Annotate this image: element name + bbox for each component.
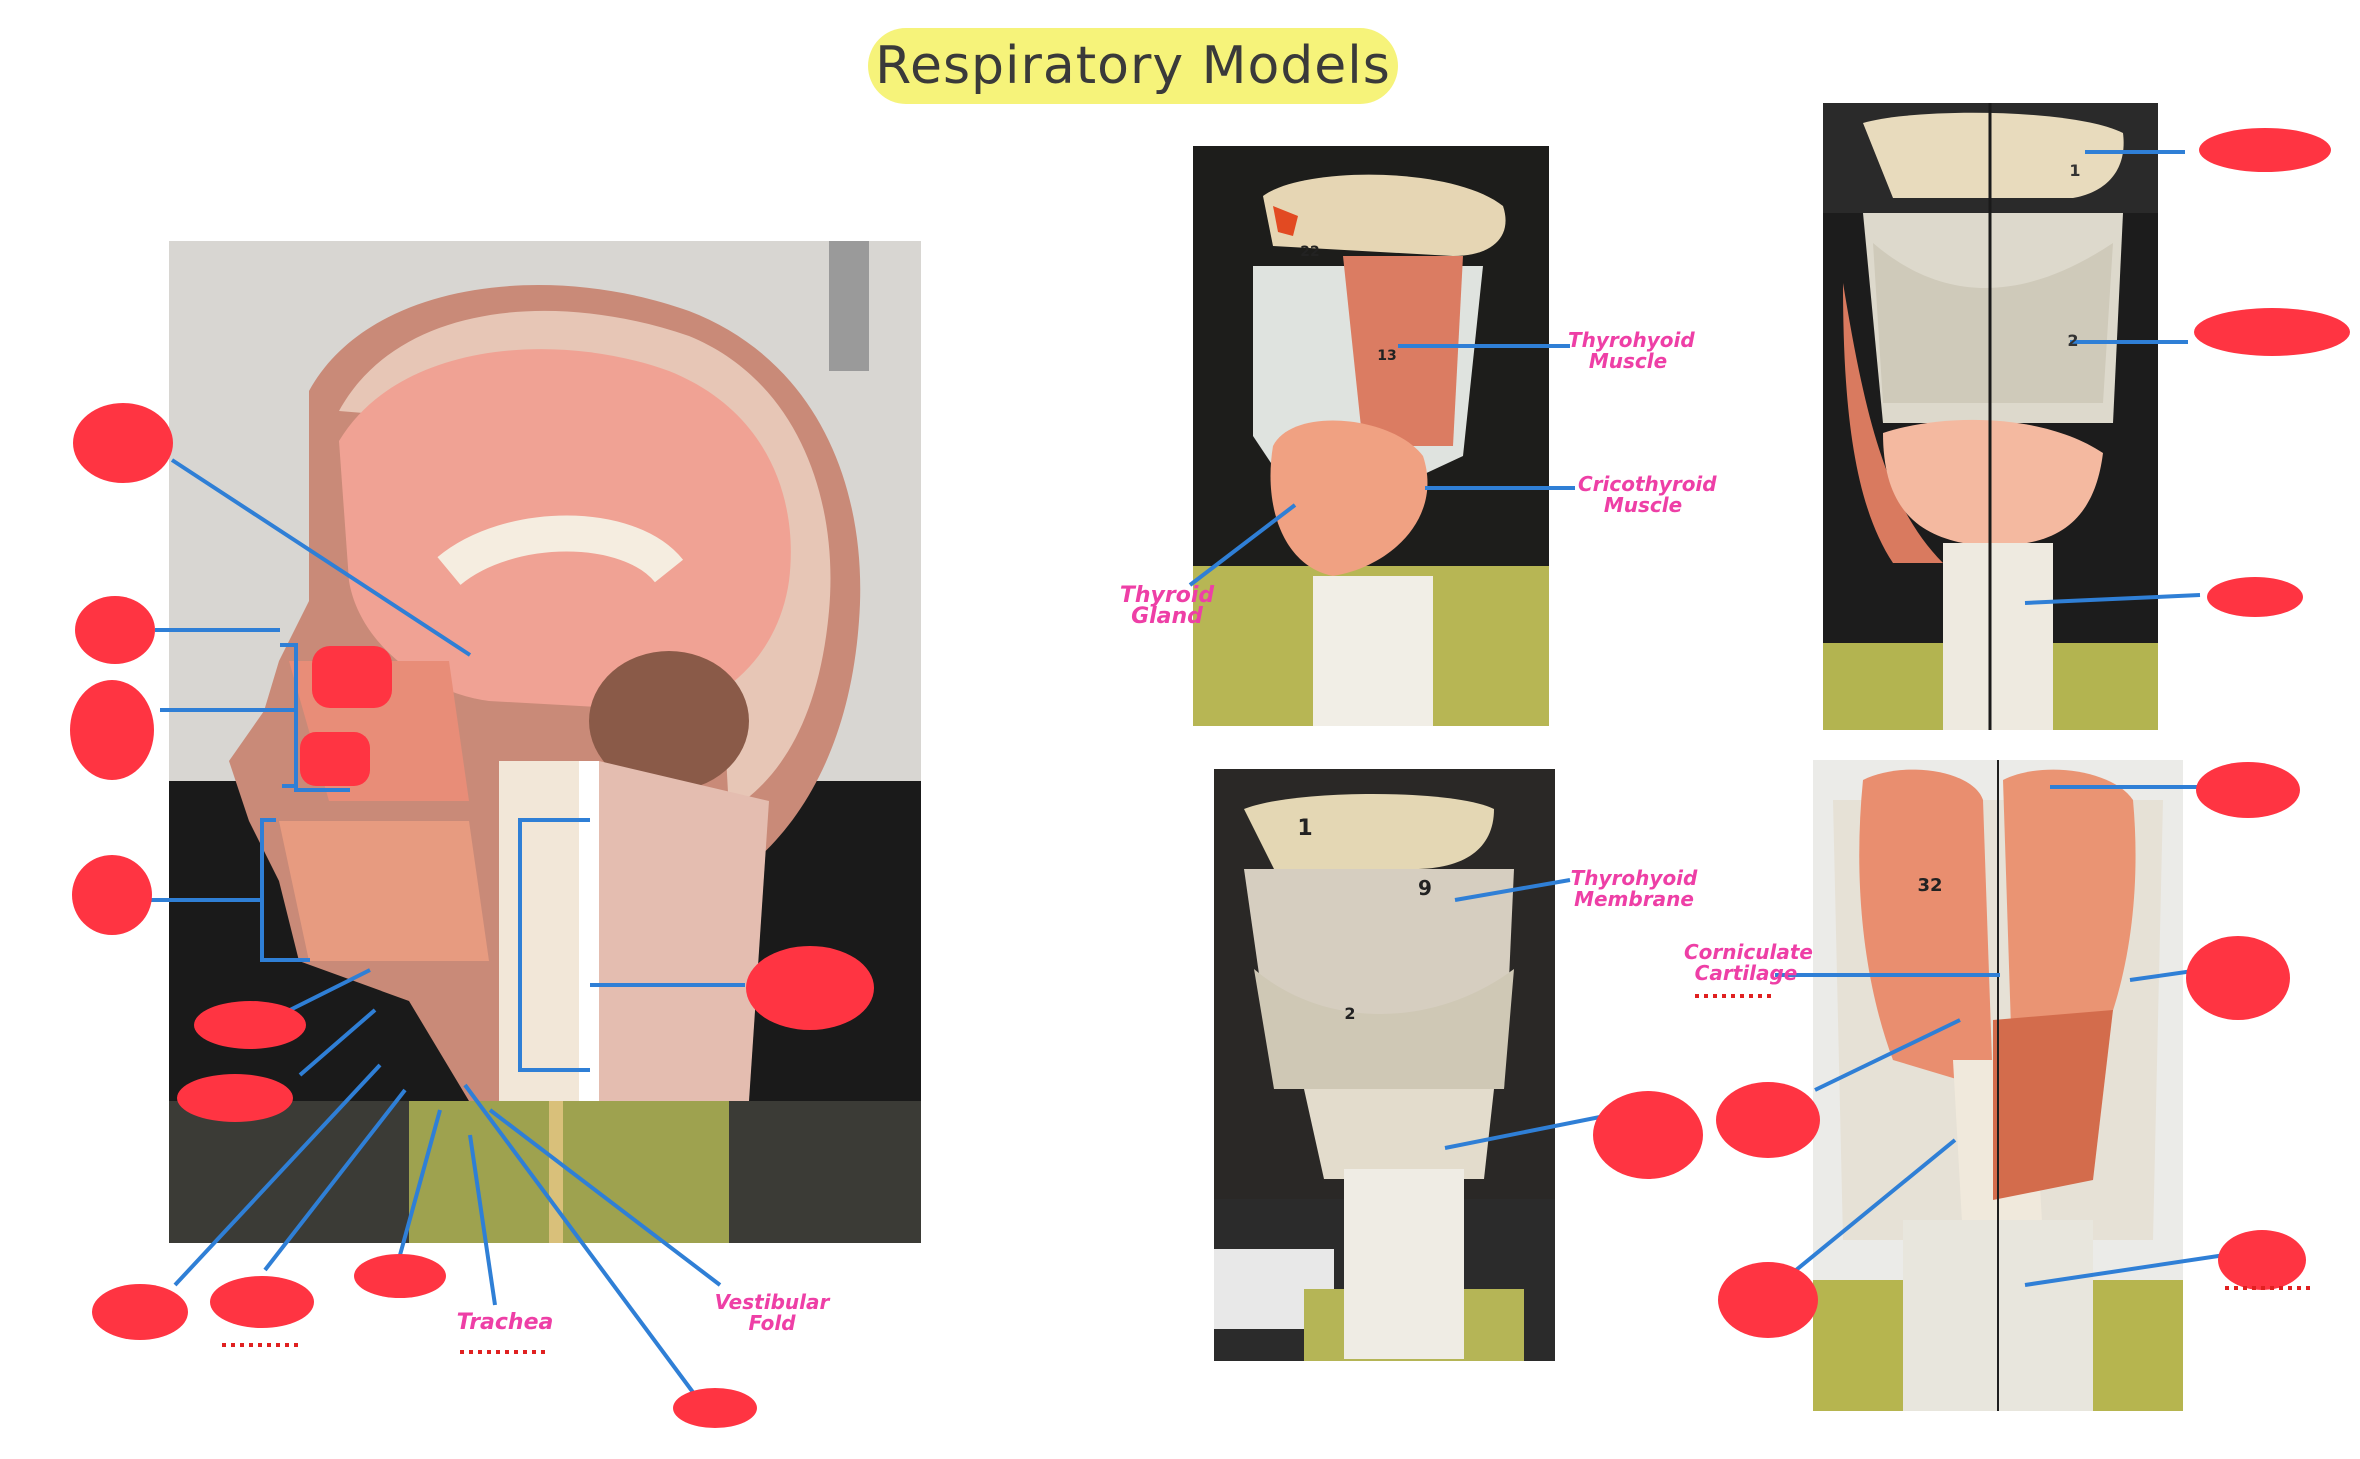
model-number: 32 [1917,875,1943,896]
label-trachea: Trachea [456,1310,554,1335]
larynx-posterior-photo [1813,760,2183,1411]
larynx-anterior-photo [1823,103,2158,730]
answer-masks [70,128,2350,1428]
leader-lines [145,150,2226,1397]
larynx-lateral-photo [1193,146,1549,726]
page-title-pill: Respiratory Models [868,28,1398,104]
page-title: Respiratory Models [875,36,1391,96]
larynx-cartilage-photo [1214,769,1555,1361]
label-cricothyroid-muscle: Cricothyroid Muscle [1578,472,1717,517]
label-thyrohyoid-muscle: Thyrohyoid Muscle [1568,328,1695,373]
label-corniculate-cartilage: Corniculate Cartilage [1684,940,1813,985]
model-number: 13 [1377,348,1397,364]
model-number: 9 [1418,876,1432,900]
model-number: 2 [1344,1004,1356,1023]
label-thyroid-gland: Thyroid Gland [1119,583,1215,629]
model-number: 1 [1297,816,1313,841]
head-sagittal-photo [169,241,921,1243]
model-number: 1 [2069,161,2081,180]
label-vestibular-fold: Vestibular Fold [714,1290,830,1335]
label-thyrohyoid-membrane: Thyrohyoid Membrane [1570,866,1698,911]
dotted-marks [222,994,2310,1354]
model-number: 2 [2067,331,2079,350]
model-number: 22 [1300,244,1320,260]
